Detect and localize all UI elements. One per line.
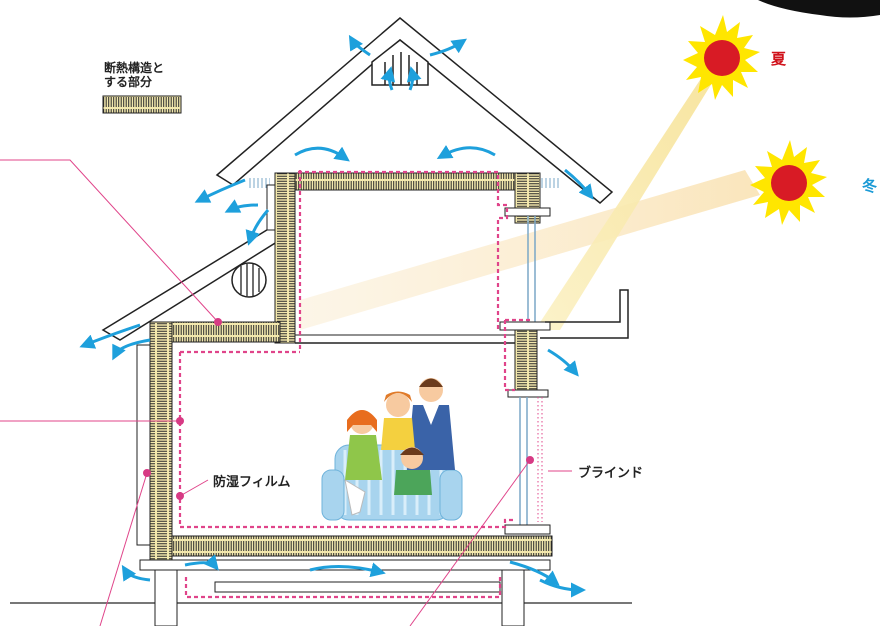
leader-lines — [0, 159, 572, 626]
summer-label: 夏 — [771, 50, 787, 68]
winter-label: 冬 — [862, 177, 878, 195]
foundations — [139, 559, 551, 626]
moisture-film-label: 防湿フィルム — [213, 475, 291, 490]
winter-sun-icon — [750, 140, 827, 225]
moisture-film-outlines — [178, 170, 530, 599]
balcony — [499, 289, 629, 398]
eave-vent-left — [248, 178, 270, 188]
summer-sunbeam — [535, 70, 720, 330]
legend-insulation-swatch — [102, 95, 182, 114]
winter-sunbeam — [300, 170, 760, 330]
summer-sun-icon — [683, 15, 760, 100]
upper-insulation — [274, 172, 541, 344]
airflow-arrows — [79, 34, 594, 598]
eave-vent-right — [538, 178, 560, 188]
blind-label: ブラインド — [578, 466, 644, 481]
corner-shape — [758, 0, 880, 18]
ground-insulation — [149, 321, 553, 563]
leader-dots — [143, 318, 534, 500]
legend-title-line2: する部分 — [104, 75, 153, 89]
legend-title-line1: 断熱構造と — [104, 61, 165, 75]
round-vent — [231, 262, 267, 298]
blind — [537, 397, 543, 522]
upper-walls — [266, 184, 551, 344]
family-illustration — [321, 378, 463, 521]
